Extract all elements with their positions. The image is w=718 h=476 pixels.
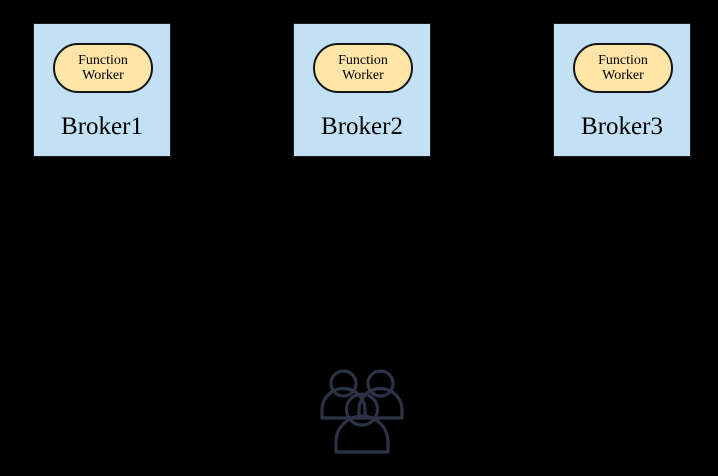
function-worker-label-line1: Function xyxy=(338,52,388,68)
function-worker-2[interactable]: Function Worker xyxy=(313,43,413,93)
broker-label-3: Broker3 xyxy=(581,113,663,140)
function-worker-label-line2: Worker xyxy=(342,68,384,83)
function-worker-label-line2: Worker xyxy=(82,68,124,83)
broker-label-2: Broker2 xyxy=(321,113,403,140)
function-worker-label-line1: Function xyxy=(78,52,128,68)
broker-node-2[interactable]: Function Worker Broker2 xyxy=(293,23,431,157)
function-worker-label-line2: Worker xyxy=(602,68,644,83)
broker-node-1[interactable]: Function Worker Broker1 xyxy=(33,23,171,157)
broker-label-1: Broker1 xyxy=(61,113,143,140)
function-worker-1[interactable]: Function Worker xyxy=(53,43,153,93)
function-worker-label-line1: Function xyxy=(598,52,648,68)
users-group-icon xyxy=(318,366,406,458)
function-worker-3[interactable]: Function Worker xyxy=(573,43,673,93)
broker-node-3[interactable]: Function Worker Broker3 xyxy=(553,23,691,157)
